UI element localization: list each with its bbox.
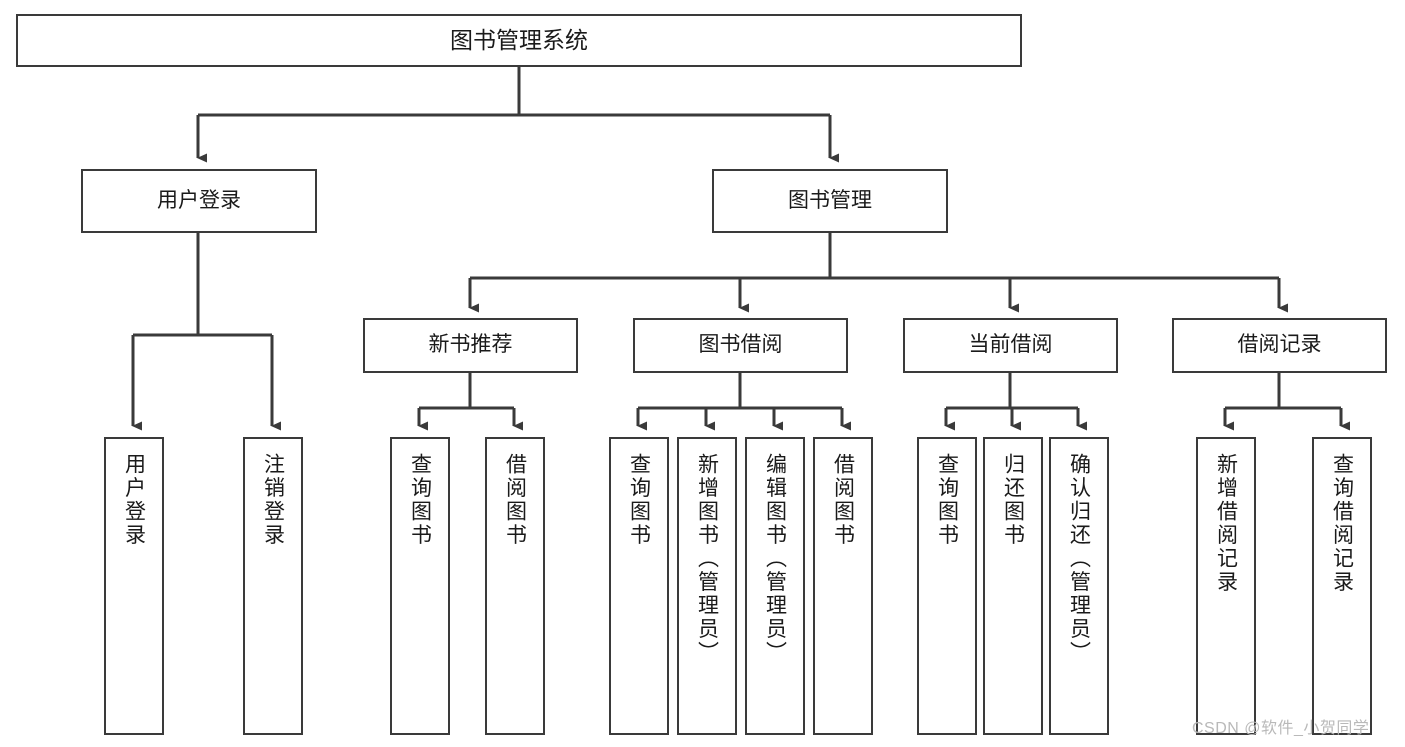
- node-leaf-query-book-2[interactable]: 查询图书: [609, 437, 669, 735]
- node-leaf-borrow-book-1[interactable]: 借阅图书: [485, 437, 545, 735]
- node-leaf-query-book-1-label: 查询图书: [408, 453, 432, 547]
- node-leaf-add-book-label: 新增图书（管理员）: [695, 453, 719, 665]
- node-current-borrow[interactable]: 当前借阅: [903, 318, 1118, 373]
- node-leaf-query-book-1[interactable]: 查询图书: [390, 437, 450, 735]
- node-book-management-label: 图书管理: [788, 188, 872, 212]
- node-leaf-logout[interactable]: 注销登录: [243, 437, 303, 735]
- node-leaf-query-book-2-label: 查询图书: [627, 453, 651, 547]
- node-leaf-return-book[interactable]: 归还图书: [983, 437, 1043, 735]
- node-book-borrow[interactable]: 图书借阅: [633, 318, 848, 373]
- node-borrow-record[interactable]: 借阅记录: [1172, 318, 1387, 373]
- node-new-book-recommend[interactable]: 新书推荐: [363, 318, 578, 373]
- node-leaf-logout-label: 注销登录: [261, 453, 285, 547]
- node-leaf-return-book-label: 归还图书: [1001, 453, 1025, 547]
- node-leaf-user-login-label: 用户登录: [122, 453, 146, 547]
- node-leaf-user-login[interactable]: 用户登录: [104, 437, 164, 735]
- node-root[interactable]: 图书管理系统: [16, 14, 1022, 67]
- watermark: CSDN @软件_小贺同学: [1192, 720, 1370, 737]
- node-leaf-add-book[interactable]: 新增图书（管理员）: [677, 437, 737, 735]
- node-leaf-query-book-3[interactable]: 查询图书: [917, 437, 977, 735]
- node-leaf-edit-book-label: 编辑图书（管理员）: [763, 453, 787, 665]
- node-book-borrow-label: 图书借阅: [698, 333, 783, 357]
- node-new-book-recommend-label: 新书推荐: [428, 333, 513, 357]
- node-current-borrow-label: 当前借阅: [968, 333, 1053, 357]
- node-leaf-query-record[interactable]: 查询借阅记录: [1312, 437, 1372, 735]
- node-root-label: 图书管理系统: [450, 26, 588, 53]
- node-leaf-confirm-return-label: 确认归还（管理员）: [1067, 453, 1091, 665]
- node-leaf-borrow-book-1-label: 借阅图书: [503, 453, 527, 547]
- node-leaf-query-book-3-label: 查询图书: [935, 453, 959, 547]
- node-user-login-label: 用户登录: [157, 188, 241, 212]
- node-leaf-add-record[interactable]: 新增借阅记录: [1196, 437, 1256, 735]
- node-leaf-edit-book[interactable]: 编辑图书（管理员）: [745, 437, 805, 735]
- node-leaf-confirm-return[interactable]: 确认归还（管理员）: [1049, 437, 1109, 735]
- node-user-login[interactable]: 用户登录: [81, 169, 317, 233]
- node-leaf-borrow-book-2[interactable]: 借阅图书: [813, 437, 873, 735]
- node-book-management[interactable]: 图书管理: [712, 169, 948, 233]
- node-leaf-borrow-book-2-label: 借阅图书: [831, 453, 855, 547]
- node-leaf-add-record-label: 新增借阅记录: [1214, 453, 1238, 594]
- node-leaf-query-record-label: 查询借阅记录: [1330, 453, 1354, 594]
- node-borrow-record-label: 借阅记录: [1237, 333, 1322, 357]
